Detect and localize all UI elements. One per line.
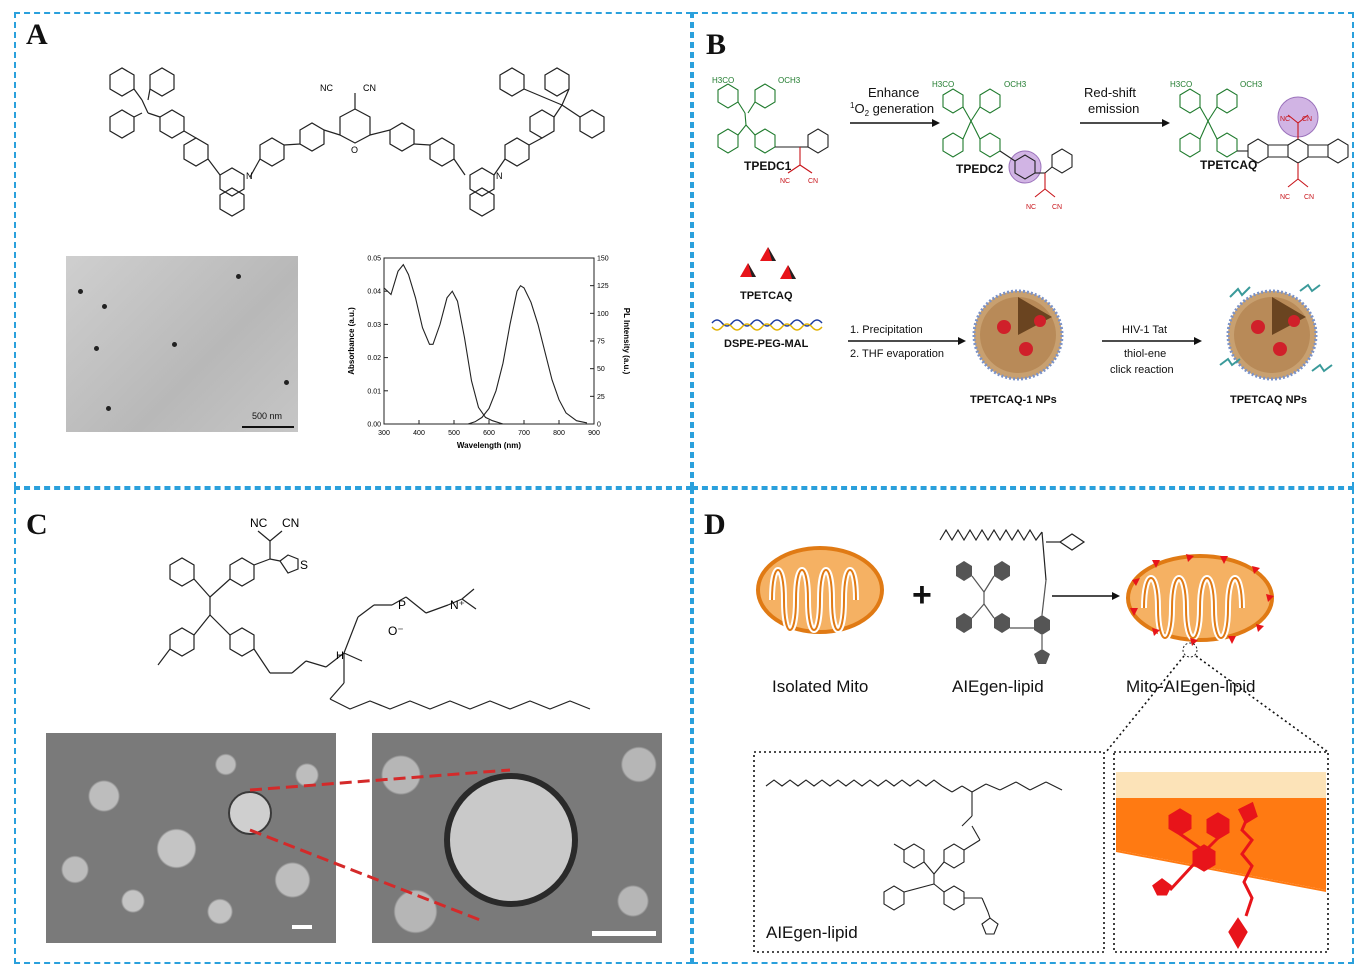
svg-text:NC: NC — [1026, 204, 1036, 211]
svg-text:O: O — [351, 145, 358, 155]
svg-text:CN: CN — [1052, 204, 1062, 211]
svg-text:TPEDC1: TPEDC1 — [744, 159, 792, 173]
svg-text:1O2 generation: 1O2 generation — [850, 101, 934, 118]
svg-text:Isolated Mito: Isolated Mito — [772, 677, 868, 696]
svg-text:TPEDC2: TPEDC2 — [956, 162, 1004, 176]
svg-text:DSPE-PEG-MAL: DSPE-PEG-MAL — [724, 338, 809, 350]
scale-bar — [592, 931, 656, 936]
y2-axis-label: PL Intensity (a.u.) — [622, 308, 630, 375]
absorbance-line — [383, 263, 504, 425]
svg-text:H: H — [336, 650, 344, 662]
svg-text:N: N — [246, 171, 253, 181]
svg-text:O⁻: O⁻ — [388, 624, 404, 638]
tem-image-a: 500 nm — [66, 256, 298, 432]
y2-tick-label: 50 — [597, 366, 605, 373]
svg-text:Red-shift: Red-shift — [1084, 85, 1136, 100]
y-axis-label: Absorbance (a.u.) — [347, 307, 356, 375]
x-tick-label: 800 — [553, 430, 565, 437]
y-tick-label: 0.00 — [367, 422, 381, 429]
svg-text:CN: CN — [1302, 116, 1312, 123]
panel-d-scheme: + Isolated Mito AIEgen-lipid Mito-AIEgen… — [753, 528, 1329, 953]
svg-text:2. THF evaporation: 2. THF evaporation — [850, 348, 944, 360]
svg-text:TPETCAQ: TPETCAQ — [740, 290, 793, 302]
svg-text:H3CO: H3CO — [932, 80, 954, 89]
y2-tick-label: 100 — [597, 311, 609, 318]
svg-text:OCH3: OCH3 — [778, 76, 801, 85]
panel-c — [14, 488, 692, 964]
scale-bar-label: 500 nm — [252, 411, 283, 421]
svg-text:NC: NC — [320, 83, 333, 93]
svg-text:OCH3: OCH3 — [1240, 80, 1263, 89]
svg-text:H3CO: H3CO — [1170, 80, 1192, 89]
zoom-lines-c — [249, 768, 511, 922]
zoomed-particle — [444, 773, 578, 907]
x-tick-label: 500 — [448, 430, 460, 437]
x-axis-label: Wavelength (nm) — [457, 441, 521, 450]
scale-bar — [242, 426, 294, 428]
panel-d — [692, 488, 1354, 964]
panel-d-label: D — [704, 508, 726, 541]
svg-text:+: + — [912, 576, 932, 614]
tem-image-c-left — [46, 733, 336, 943]
svg-text:thiol-ene: thiol-ene — [1124, 348, 1166, 360]
svg-text:NC: NC — [1280, 116, 1290, 123]
panel-b — [692, 12, 1354, 488]
svg-text:N⁺: N⁺ — [450, 598, 465, 612]
tem-image-c-right — [372, 733, 662, 943]
svg-text:NC: NC — [780, 178, 790, 185]
y2-tick-label: 150 — [597, 256, 609, 263]
svg-text:N: N — [496, 171, 503, 181]
x-tick-label: 600 — [483, 430, 495, 437]
svg-text:P: P — [398, 598, 406, 612]
svg-text:NC: NC — [1280, 194, 1290, 201]
svg-text:NC: NC — [250, 516, 268, 530]
svg-text:CN: CN — [282, 516, 299, 530]
panel-a — [14, 12, 692, 488]
x-tick-label: 400 — [413, 430, 425, 437]
panel-b-scheme: H3CO OCH3 NC CN TPEDC1 Enhance 1O2 gener… — [711, 76, 1349, 406]
y-tick-label: 0.02 — [367, 355, 381, 362]
highlight-particle — [228, 791, 272, 835]
svg-text:1. Precipitation: 1. Precipitation — [850, 324, 923, 336]
svg-text:H3CO: H3CO — [712, 76, 734, 85]
y2-tick-label: 0 — [597, 422, 601, 429]
x-tick-label: 300 — [378, 430, 390, 437]
y-tick-label: 0.03 — [367, 322, 381, 329]
pl-intensity-line — [467, 284, 588, 425]
panel-a-label: A — [26, 18, 48, 51]
svg-text:Enhance: Enhance — [868, 85, 919, 100]
svg-text:AIEgen-lipid: AIEgen-lipid — [952, 677, 1044, 696]
svg-text:TPETCAQ-1 NPs: TPETCAQ-1 NPs — [970, 394, 1057, 406]
x-tick-label: 900 — [588, 430, 600, 437]
svg-text:emission: emission — [1088, 101, 1139, 116]
svg-text:TPETCAQ: TPETCAQ — [1200, 158, 1257, 172]
svg-text:TPETCAQ NPs: TPETCAQ NPs — [1230, 394, 1307, 406]
panel-c-molecule: NC CN S P O⁻ N⁺ H — [157, 516, 591, 710]
svg-text:HIV-1 Tat: HIV-1 Tat — [1122, 324, 1167, 336]
y2-tick-label: 25 — [597, 394, 605, 401]
svg-text:CN: CN — [363, 83, 376, 93]
svg-text:click reaction: click reaction — [1110, 364, 1174, 376]
y-tick-label: 0.05 — [367, 256, 381, 263]
panel-a-molecule: NC CN O N N — [109, 67, 605, 217]
y-tick-label: 0.01 — [367, 388, 381, 395]
svg-text:AIEgen-lipid: AIEgen-lipid — [766, 923, 858, 942]
y2-tick-label: 125 — [597, 283, 609, 290]
y-tick-label: 0.04 — [367, 289, 381, 296]
svg-text:S: S — [300, 558, 308, 572]
x-tick-label: 700 — [518, 430, 530, 437]
y2-tick-label: 75 — [597, 339, 605, 346]
svg-text:Mito-AIEgen-lipid: Mito-AIEgen-lipid — [1126, 677, 1255, 696]
plot-frame — [383, 257, 595, 425]
panel-c-label: C — [26, 508, 48, 541]
panel-b-label: B — [706, 28, 727, 61]
svg-text:CN: CN — [808, 178, 818, 185]
svg-text:CN: CN — [1304, 194, 1314, 201]
scale-bar — [292, 925, 312, 929]
svg-text:OCH3: OCH3 — [1004, 80, 1027, 89]
